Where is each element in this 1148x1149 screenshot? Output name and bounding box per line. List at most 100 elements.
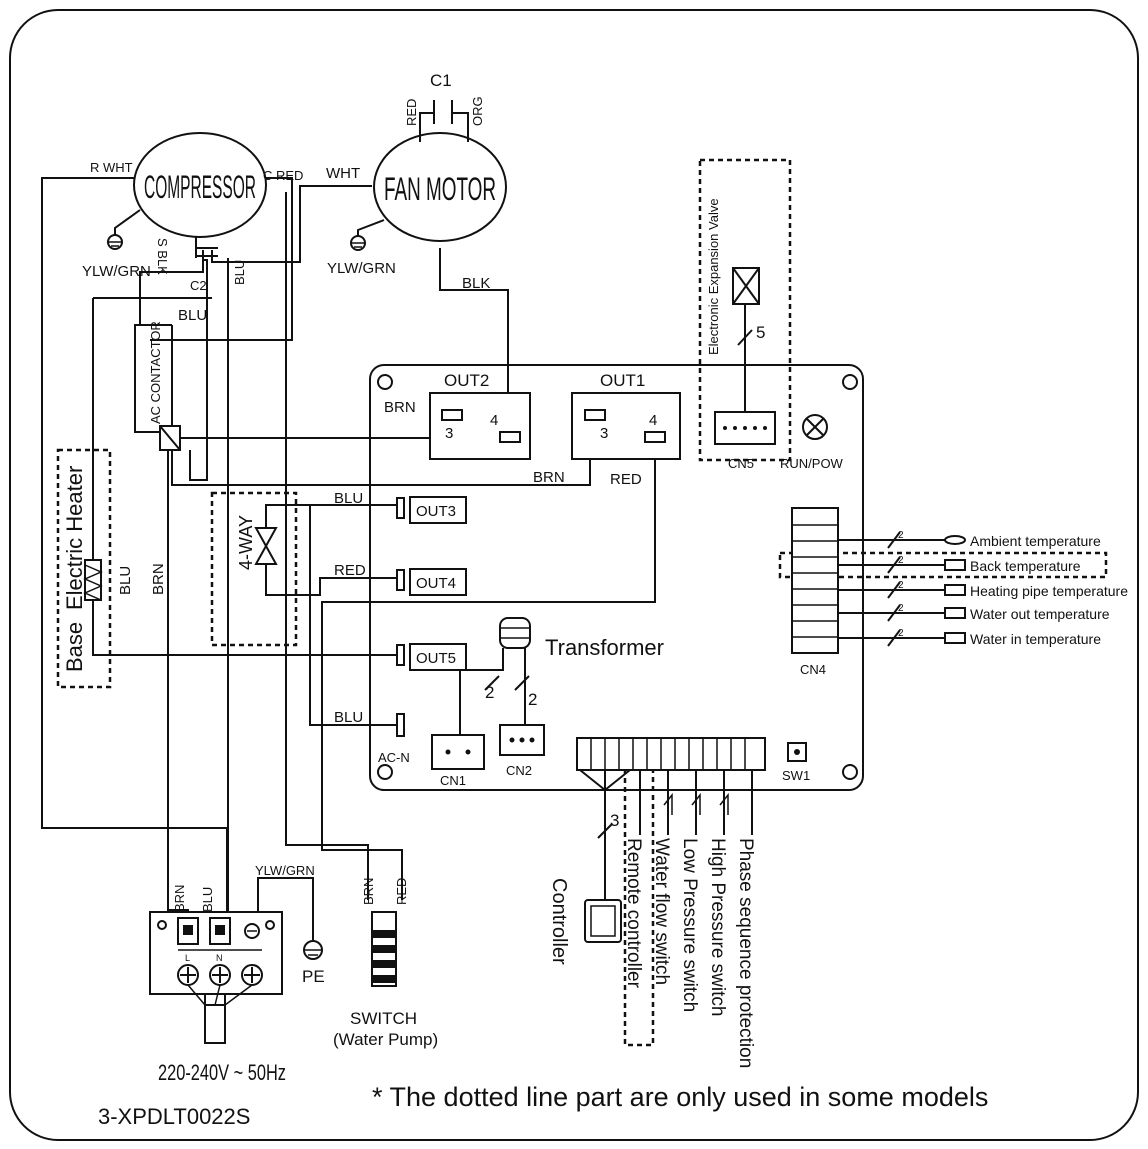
input-label-water-flow: Water flow switch	[651, 838, 672, 985]
fan-motor-label: FAN MOTOR	[384, 171, 496, 207]
out2-relay	[429, 392, 531, 460]
wire-label-blu-power: BLU	[200, 887, 215, 912]
wire-label-ylwgrn-power: YLW/GRN	[255, 863, 315, 878]
wire-label-brn-power: BRN	[172, 885, 187, 912]
capacitor-c1-label: C1	[430, 71, 452, 90]
ac-n-label: AC-N	[378, 750, 410, 765]
sensor-water-out-count: 2	[898, 603, 904, 614]
fan-ground-label: YLW/GRN	[327, 260, 396, 277]
out2-pin-3	[441, 409, 463, 421]
sensor-water-in-label: Water in temperature	[970, 631, 1101, 647]
out1-label: OUT1	[600, 371, 645, 390]
eev-coil-icon	[732, 267, 760, 305]
cn5-label: CN5	[728, 456, 754, 471]
controller-icon	[584, 899, 622, 943]
input-header-connector	[576, 737, 766, 771]
wire-label-blu-heater: BLU	[117, 566, 134, 595]
cn2-label: CN2	[506, 763, 532, 778]
out4-label: OUT4	[416, 575, 456, 592]
water-pump-switch-icon	[371, 911, 397, 987]
out1-pin-4	[644, 431, 666, 443]
wire-label-brn-out2: BRN	[384, 399, 416, 416]
input-label-low-pressure: Low Pressure switch	[679, 838, 700, 1012]
terminal-l-label: L	[185, 953, 190, 963]
wire-label-sblk: S BLK	[155, 238, 170, 275]
compressor-ground-icon	[107, 209, 141, 250]
capacitor-c1-icon	[419, 100, 469, 142]
wire-label-blu-c2: BLU	[232, 260, 247, 285]
out2-label: OUT2	[444, 371, 489, 390]
out1-pin-3	[584, 409, 606, 421]
transformer-wire-b: 2	[528, 690, 537, 709]
compressor-symbol	[133, 132, 267, 238]
wire-label-blu-left: BLU	[178, 307, 207, 324]
transformer-label: Transformer	[545, 635, 664, 660]
terminal-n-label: N	[216, 953, 223, 963]
eev-label: Electronic Expansion Valve	[706, 198, 721, 355]
wire-label-brn-out1: BRN	[533, 469, 565, 486]
run-pow-label: RUN/POW	[780, 456, 844, 471]
sensor-back-count: 2	[898, 555, 904, 566]
wire-label-wht: WHT	[326, 165, 360, 182]
cn4-connector	[791, 507, 839, 654]
wire-label-red-switch: RED	[394, 878, 409, 905]
fan-motor-symbol	[373, 132, 507, 242]
sensor-water-in: Water in temperature 2	[898, 628, 1101, 647]
cn1-connector	[431, 734, 485, 770]
sensor-heating-pipe: Heating pipe temperature 2	[898, 580, 1128, 599]
out2-pin-4	[499, 431, 521, 443]
heater-label: Electric Heater	[62, 466, 87, 610]
cn2-connector	[499, 724, 545, 756]
heater-dashed-box	[56, 448, 112, 689]
capacitor-c2-icon	[196, 247, 218, 257]
board-mount-bl	[377, 764, 393, 780]
ac-n-terminal	[396, 713, 405, 737]
sensor-ambient: Ambient temperature 2	[898, 530, 1101, 549]
sw1-button-icon	[787, 742, 807, 762]
compressor-label: COMPRESSOR	[144, 169, 256, 205]
out1-pin3-num: 3	[600, 425, 608, 442]
sensor-water-out-label: Water out temperature	[970, 606, 1110, 622]
compressor-ground-label: YLW/GRN	[82, 263, 151, 280]
eev-wire-count: 5	[756, 323, 765, 342]
sensor-water-in-count: 2	[898, 628, 904, 639]
input-label-phase: Phase sequence protection	[735, 838, 756, 1068]
board-mount-tl	[377, 374, 393, 390]
transformer-wire-a: 2	[485, 683, 494, 702]
pe-label: PE	[302, 967, 325, 986]
out3-terminal	[396, 496, 467, 524]
wire-label-blu-out3: BLU	[334, 490, 363, 507]
base-label: Base	[62, 622, 87, 672]
sensor-ambient-label: Ambient temperature	[970, 533, 1101, 549]
sensor-ambient-count: 2	[898, 530, 904, 541]
control-board	[369, 364, 864, 791]
out2-pin4-num: 4	[490, 412, 498, 429]
fan-ground-icon	[350, 219, 385, 251]
wire-label-brn-switch: BRN	[361, 878, 376, 905]
wire-label-blu-acn: BLU	[334, 709, 363, 726]
pressure-switch-contacts	[663, 792, 729, 815]
wire-label-red-c1: RED	[404, 99, 419, 126]
eev-dashed-box	[698, 158, 792, 462]
sensor-back-label: Back temperature	[970, 558, 1081, 574]
sensor-heating-pipe-label: Heating pipe temperature	[970, 583, 1128, 599]
four-way-valve-icon	[254, 512, 278, 582]
run-pow-led-icon	[802, 414, 828, 440]
out3-label: OUT3	[416, 503, 456, 520]
switch-sub-label: (Water Pump)	[333, 1030, 438, 1049]
switch-label: SWITCH	[350, 1009, 417, 1028]
power-supply-label: 220-240V ~ 50Hz	[158, 1060, 286, 1085]
sensor-water-out: Water out temperature 2	[898, 603, 1110, 622]
four-way-label: 4-WAY	[236, 515, 256, 570]
out2-pin3-num: 3	[445, 425, 453, 442]
out5-terminal	[396, 643, 467, 671]
sensor-heating-count: 2	[898, 580, 904, 591]
wire-label-org-c1: ORG	[470, 96, 485, 126]
sensor-back: Back temperature 2	[898, 555, 1081, 574]
footnote: * The dotted line part are only used in …	[372, 1082, 988, 1112]
wire-label-blk: BLK	[462, 275, 490, 292]
out1-relay	[571, 392, 681, 460]
cn4-label: CN4	[800, 662, 826, 677]
controller-wire-count: 3	[610, 811, 619, 830]
